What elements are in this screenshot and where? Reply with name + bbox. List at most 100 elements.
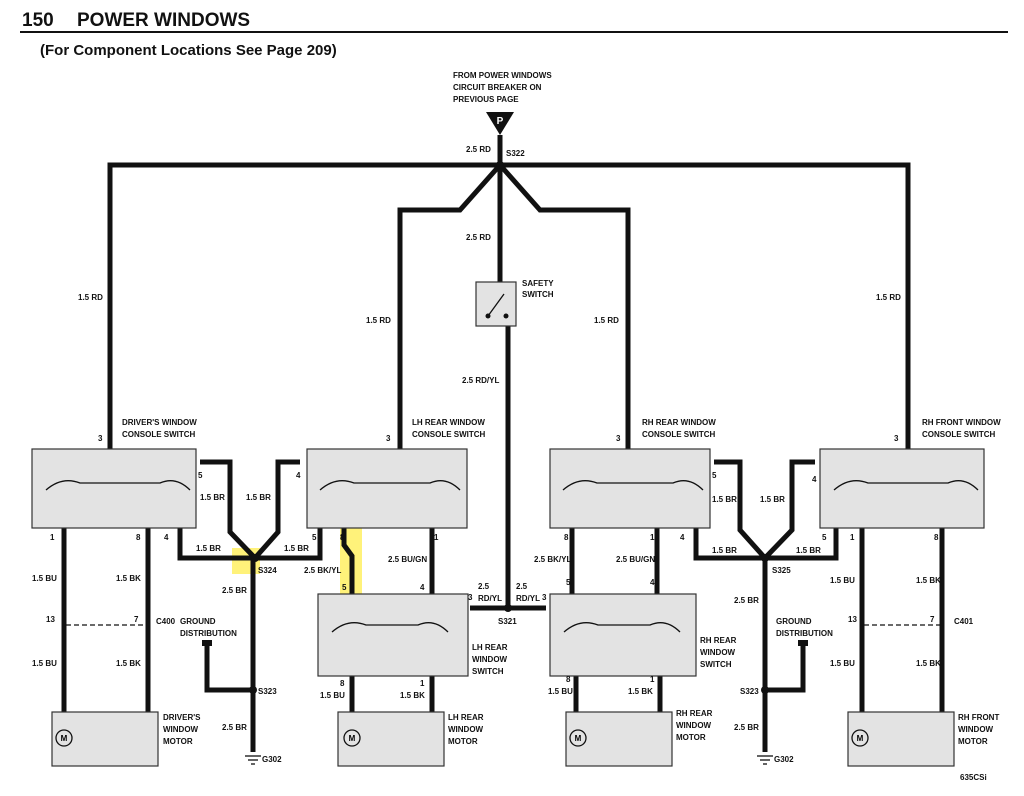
svg-text:4: 4 [420, 583, 425, 592]
svg-text:4: 4 [650, 578, 655, 587]
rh-front-window-motor: M RH FRONT WINDOW MOTOR [847, 711, 999, 767]
svg-text:FROM POWER WINDOWS: FROM POWER WINDOWS [453, 71, 552, 80]
svg-text:2.5 BK/YL: 2.5 BK/YL [304, 566, 341, 575]
svg-text:2.5 BR: 2.5 BR [734, 596, 759, 605]
svg-text:DISTRIBUTION: DISTRIBUTION [180, 629, 237, 638]
svg-text:1: 1 [850, 533, 855, 542]
svg-text:2.5 BK/YL: 2.5 BK/YL [534, 555, 571, 564]
svg-text:MOTOR: MOTOR [676, 733, 706, 742]
svg-text:2.5 RD: 2.5 RD [466, 233, 491, 242]
svg-text:5: 5 [312, 533, 317, 542]
splice-s325-dot [761, 554, 769, 562]
lh-rear-window-motor: M LH REAR WINDOW MOTOR [337, 711, 484, 767]
svg-text:WINDOW: WINDOW [163, 725, 199, 734]
svg-text:GROUND: GROUND [776, 617, 812, 626]
ground-g302-left-icon [245, 755, 261, 765]
lh-rear-window-switch: LH REAR WINDOW SWITCH [317, 593, 508, 677]
svg-text:1.5 BR: 1.5 BR [760, 495, 785, 504]
pin-numbers: 3 3 3 3 5 4 5 4 1 8 4 5 8 1 8 1 4 5 1 8 … [46, 434, 939, 688]
svg-text:1: 1 [650, 675, 655, 684]
svg-text:8: 8 [340, 679, 345, 688]
svg-text:RH REAR: RH REAR [700, 636, 737, 645]
svg-text:1.5 BR: 1.5 BR [712, 546, 737, 555]
svg-text:CIRCUIT BREAKER ON: CIRCUIT BREAKER ON [453, 83, 542, 92]
connector-p-icon [486, 112, 514, 135]
svg-text:1.5 BK: 1.5 BK [628, 687, 653, 696]
svg-text:1.5 RD: 1.5 RD [876, 293, 901, 302]
svg-text:CONSOLE SWITCH: CONSOLE SWITCH [122, 430, 196, 439]
svg-text:2.5 BR: 2.5 BR [222, 586, 247, 595]
svg-text:WINDOW: WINDOW [448, 725, 484, 734]
svg-text:8: 8 [340, 533, 345, 542]
svg-text:3: 3 [98, 434, 103, 443]
svg-text:LH REAR: LH REAR [472, 643, 508, 652]
safety-switch: SAFETY SWITCH [475, 279, 554, 327]
svg-text:4: 4 [680, 533, 685, 542]
rh-front-window-console-switch: RH FRONT WINDOW CONSOLE SWITCH [819, 418, 1001, 529]
svg-text:SAFETY: SAFETY [522, 279, 554, 288]
splice-s322-dot [496, 161, 504, 169]
splice-labels: S322 S324 S325 S321 S323 S323 G302 G302 … [156, 149, 974, 764]
svg-text:WINDOW: WINDOW [472, 655, 508, 664]
svg-text:MOTOR: MOTOR [163, 737, 193, 746]
svg-text:3: 3 [894, 434, 899, 443]
svg-text:RH FRONT: RH FRONT [958, 713, 999, 722]
ground-distribution-left: GROUND DISTRIBUTION [180, 617, 237, 646]
svg-text:WINDOW: WINDOW [676, 721, 712, 730]
motor-icon: M [61, 734, 68, 743]
splice-s321-dot [504, 604, 512, 612]
svg-text:RH REAR WINDOW: RH REAR WINDOW [642, 418, 716, 427]
page-title: POWER WINDOWS [77, 10, 250, 31]
svg-text:SWITCH: SWITCH [472, 667, 504, 676]
svg-text:MOTOR: MOTOR [958, 737, 988, 746]
svg-text:PREVIOUS PAGE: PREVIOUS PAGE [453, 95, 519, 104]
ground-g302-right-icon [757, 755, 773, 765]
svg-text:S325: S325 [772, 566, 791, 575]
svg-text:1.5 BU: 1.5 BU [320, 691, 345, 700]
svg-text:CONSOLE SWITCH: CONSOLE SWITCH [642, 430, 716, 439]
svg-text:SWITCH: SWITCH [700, 660, 732, 669]
svg-text:4: 4 [812, 475, 817, 484]
svg-text:3: 3 [386, 434, 391, 443]
svg-text:SWITCH: SWITCH [522, 290, 554, 299]
svg-text:8: 8 [934, 533, 939, 542]
drivers-window-motor: M DRIVER'S WINDOW MOTOR [51, 711, 201, 767]
svg-text:1.5 BR: 1.5 BR [712, 495, 737, 504]
model-label: 635CSi [960, 773, 987, 782]
svg-text:DRIVER'S WINDOW: DRIVER'S WINDOW [122, 418, 197, 427]
svg-text:1.5 BK: 1.5 BK [116, 659, 141, 668]
svg-text:5: 5 [342, 583, 347, 592]
svg-text:2.5: 2.5 [516, 582, 528, 591]
svg-text:13: 13 [46, 615, 55, 624]
svg-text:WINDOW: WINDOW [700, 648, 736, 657]
motor-icon: M [575, 734, 582, 743]
svg-text:3: 3 [542, 593, 547, 602]
svg-text:7: 7 [930, 615, 935, 624]
svg-text:2.5 RD: 2.5 RD [466, 145, 491, 154]
svg-text:1.5 BK: 1.5 BK [916, 659, 941, 668]
svg-text:1.5 BR: 1.5 BR [246, 493, 271, 502]
svg-text:2.5 BU/GN: 2.5 BU/GN [388, 555, 427, 564]
svg-text:1: 1 [650, 533, 655, 542]
ground-distribution-right: GROUND DISTRIBUTION [776, 617, 833, 646]
svg-text:1.5 BU: 1.5 BU [548, 687, 573, 696]
svg-text:1.5 BR: 1.5 BR [196, 544, 221, 553]
svg-text:RD/YL: RD/YL [516, 594, 540, 603]
svg-text:1.5 BR: 1.5 BR [284, 544, 309, 553]
svg-text:RH FRONT WINDOW: RH FRONT WINDOW [922, 418, 1001, 427]
power-wires [107, 135, 911, 611]
svg-text:3: 3 [616, 434, 621, 443]
page-subtitle: (For Component Locations See Page 209) [40, 42, 337, 59]
motor-icon: M [857, 734, 864, 743]
svg-text:2.5 BU/GN: 2.5 BU/GN [616, 555, 655, 564]
svg-text:C400: C400 [156, 617, 176, 626]
svg-text:2.5 BR: 2.5 BR [222, 723, 247, 732]
svg-text:1.5 BR: 1.5 BR [796, 546, 821, 555]
svg-text:8: 8 [566, 675, 571, 684]
svg-text:S323: S323 [258, 687, 277, 696]
splice-s323-left-dot [249, 686, 257, 694]
svg-text:3: 3 [468, 593, 473, 602]
motor-wires [61, 528, 945, 712]
svg-text:DISTRIBUTION: DISTRIBUTION [776, 629, 833, 638]
svg-text:5: 5 [712, 471, 717, 480]
